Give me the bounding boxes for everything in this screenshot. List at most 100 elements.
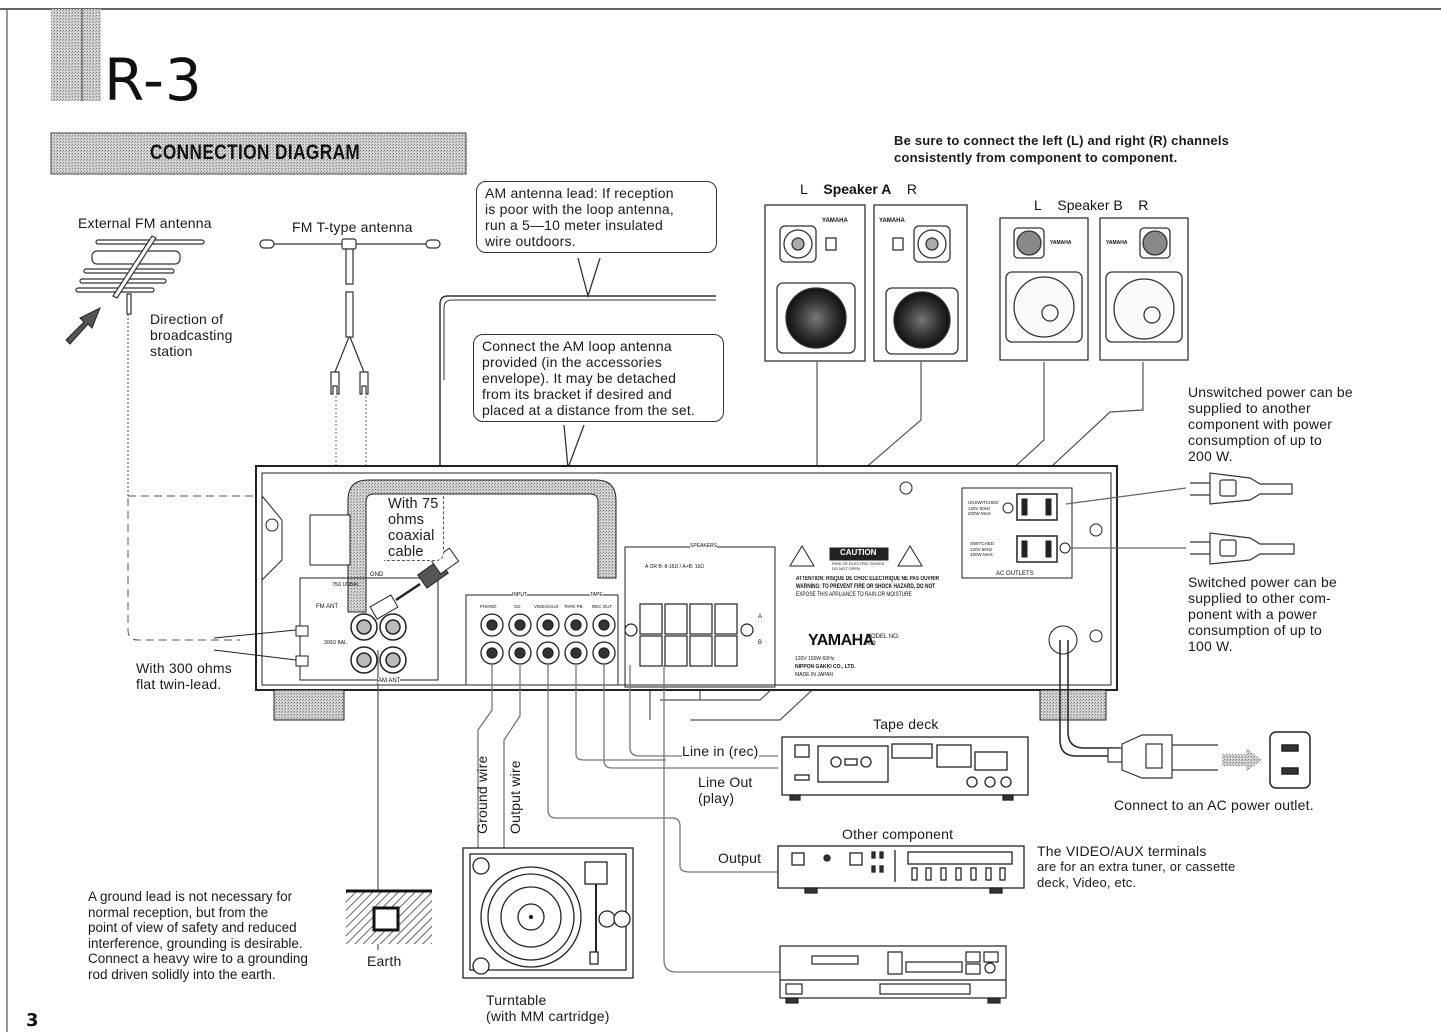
am-loop-callout: Connect the AM loop antenna provided (in… [473,334,724,422]
model-plate: MODEL NO. R-3 [866,634,899,648]
fm-ant-label: FM ANT [316,604,338,610]
rating-line: SWITCHED [970,541,994,546]
label-line: (with MM cartridge) [486,1008,610,1024]
rating-line: 100W MAX [970,552,993,557]
switched-power-note: Switched power can be supplied to other … [1188,574,1337,654]
fm-t-antenna-label: FM T-type antenna [292,219,413,235]
input-jack-label: PHONO [480,604,497,609]
note-line: consistently from component to component… [894,150,1178,165]
label-line: Direction of [150,311,224,327]
page-number: 3 [26,1010,39,1031]
earth-ground-icon [346,889,432,944]
unswitched-outlet-rating: UNSWITCHED 120V 60Hz 200W MAX [968,500,999,517]
turntable-icon [462,847,634,979]
line-in-label: Line in (rec) [682,743,759,759]
turntable-label: Turntable (with MM cartridge) [486,992,610,1024]
warning-line: WARNING: TO PREVENT FIRE OR SHOCK HAZARD… [796,584,936,590]
callout-line: coaxial [388,528,435,544]
rating-line: 120V 60Hz [968,505,991,511]
channel-consistency-note: Be sure to connect the left (L) and righ… [894,132,1229,166]
note-line: The VIDEO/AUX terminals [1037,843,1207,859]
output-label: Output [718,850,762,866]
note-line: component with power [1188,416,1333,432]
attention-line: ATTENTION: RISQUE DE CHOC ELECTRIQUE NE … [796,576,940,582]
speaker-brand: YAMAHA [1050,240,1072,246]
speaker-brand: YAMAHA [822,218,848,224]
ohm75-label: 75Ω UNBAL [332,582,360,588]
speaker-brand: YAMAHA [1106,240,1128,246]
tape-group-label: TAPE [590,592,603,598]
plug-switched-icon [1190,532,1295,565]
external-fm-antenna-label: External FM antenna [78,215,212,231]
callout-line: run a 5—10 meter insulated [485,217,663,233]
note-line: 200 W. [1188,448,1233,464]
caution-subtext: RISK OF ELECTRIC SHOCK DO NOT OPEN [832,561,884,571]
speaker-a-label: L Speaker A R [800,181,917,197]
line-out-label: Line Out (play) [698,774,753,806]
input-jack-label: CD [514,604,521,609]
note-line: Connect a heavy wire to a grounding [88,951,308,966]
output-wire-label: Output wire [507,760,523,834]
plug-unswitched-icon [1190,472,1293,505]
ac-power-plug-icon [1107,734,1218,779]
note-line: interference, grounding is desirable. [88,935,303,951]
speaker-b-name: Speaker B [1057,197,1123,213]
label-line: flat twin-lead. [136,676,222,692]
speaker-a-terminal-label: A [758,614,763,620]
section-banner [50,132,467,175]
rating-line: 120V 150W 60Hz [795,656,835,662]
earth-label: Earth [367,953,402,969]
twin-lead-label: With 300 ohms flat twin-lead. [136,660,232,692]
warning-line: EXPOSE THIS APPLIANCE TO RAIN OR MOISTUR… [796,592,912,598]
signal-cables [377,650,780,973]
note-line: supplied to other com- [1188,590,1331,606]
rating-plate: 120V 150W 60Hz NIPPON GAKKI CO., LTD. MA… [795,655,855,679]
speaker-impedance-note: A OR B: 8-16Ω / A+B: 16Ω [645,564,705,570]
note-line: supplied to another [1188,400,1311,416]
speaker-b-left-icon [999,217,1089,361]
callout-line: envelope). It may be detached [482,370,677,386]
ac-outlets-label: AC OUTLETS [994,571,1036,577]
note-line: consumption of up to [1188,432,1322,448]
callout-line: from its bracket if desired and [482,386,672,402]
tape-deck-icon [781,736,1029,801]
input-jack-label: VIDEO/AUX [534,604,559,609]
speaker-b-terminal-label: B [758,640,763,646]
input-group-label: INPUT [512,592,527,598]
note-line: are for an extra tuner, or cassette [1037,859,1236,874]
label-line: (play) [698,790,735,806]
note-line: deck, Video, etc. [1037,875,1137,890]
caution-line: RISK OF ELECTRIC SHOCK [832,561,885,566]
speaker-a-left-label: L [800,181,808,197]
callout-line: With 75 [388,496,439,512]
speaker-a-right-icon [873,204,968,362]
label-line: With 300 ohms [136,660,232,676]
rating-line: 200W MAX [968,511,991,516]
video-aux-note: The VIDEO/AUX terminals are for an extra… [1037,843,1236,891]
other-component-icon [777,845,1025,894]
note-line: consumption of up to [1188,622,1322,638]
label-line: broadcasting [150,327,233,343]
fm-antenna-cable [127,498,240,641]
receiver-brand: YAMAHA [808,632,874,649]
maker-line: NIPPON GAKKI CO., LTD. [795,664,856,670]
callout-line: placed at a distance from the set. [482,402,696,418]
note-line: 100 W. [1188,638,1233,654]
note-line: rod driven solidly into the earth. [88,966,276,982]
speaker-b-right-icon [1099,217,1189,361]
tape-deck-label: Tape deck [873,716,939,732]
label-line: station [150,343,193,359]
wall-outlet-icon [1269,731,1311,789]
ground-wire-label: Ground wire [474,755,490,834]
note-line: A ground lead is not necessary for [88,889,293,904]
coaxial-cable-callout: With 75 ohms coaxial cable [384,496,444,561]
note-line: ponent with a power [1188,606,1318,622]
note-line: Unswitched power can be [1188,384,1353,400]
section-title: CONNECTION DIAGRAM [150,141,361,164]
callout-line: is poor with the loop antenna, [485,201,674,217]
rating-line: UNSWITCHED [968,500,999,505]
caution-label: CAUTION [840,548,877,557]
label-line: Turntable [486,992,547,1008]
origin-line: MADE IN JAPAN [795,672,833,678]
